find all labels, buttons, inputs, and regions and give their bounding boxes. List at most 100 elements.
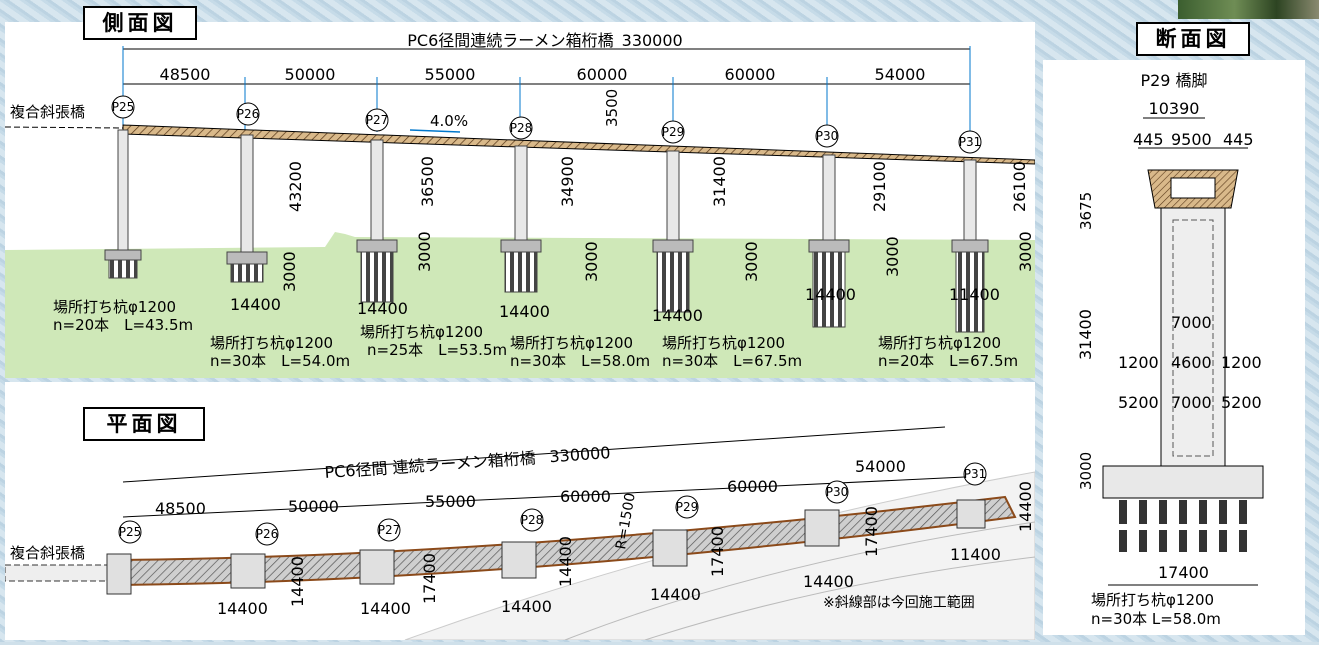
pier-label-p29: P29 — [662, 125, 685, 139]
left-bridge-label: 複合斜張橋 — [10, 103, 85, 121]
pier-p31 — [963, 159, 977, 241]
svg-text:3000: 3000 — [883, 236, 902, 277]
grade-label: 4.0% — [430, 112, 468, 130]
svg-text:14400: 14400 — [652, 306, 703, 325]
svg-text:4600: 4600 — [1171, 353, 1212, 372]
svg-text:445: 445 — [1133, 130, 1164, 149]
svg-text:場所打ち杭φ1200: 場所打ち杭φ1200 — [360, 323, 483, 341]
svg-text:14400: 14400 — [501, 597, 552, 616]
svg-text:60000: 60000 — [727, 477, 778, 496]
svg-text:P29: P29 — [676, 500, 699, 514]
svg-text:P30: P30 — [826, 485, 849, 499]
svg-text:50000: 50000 — [288, 497, 339, 516]
svg-text:11400: 11400 — [949, 285, 1000, 304]
section-pier-name: P29 橋脚 — [1140, 71, 1207, 90]
pier-p30 — [822, 154, 836, 241]
span-2: 50000 — [285, 65, 336, 84]
section-view-title: 断面図 — [1136, 22, 1250, 56]
span-5: 60000 — [725, 65, 776, 84]
girder-deck — [122, 124, 1036, 165]
span-4: 60000 — [577, 65, 628, 84]
svg-text:n=30本 L=58.0m: n=30本 L=58.0m — [510, 352, 650, 370]
deck-drop: 3500 — [603, 89, 621, 127]
svg-text:3000: 3000 — [415, 231, 434, 272]
svg-text:P28: P28 — [521, 513, 544, 527]
site-photo — [1178, 0, 1319, 19]
svg-text:3000: 3000 — [742, 241, 761, 282]
pier-p25 — [117, 129, 129, 251]
svg-text:17400: 17400 — [862, 506, 881, 557]
svg-text:1200: 1200 — [1221, 353, 1262, 372]
svg-text:3000: 3000 — [1077, 452, 1095, 490]
side-view-title: 側面図 — [83, 6, 197, 40]
svg-text:1200: 1200 — [1118, 353, 1159, 372]
svg-text:P25: P25 — [119, 525, 142, 539]
svg-text:n=30本 L=54.0m: n=30本 L=54.0m — [210, 352, 350, 370]
svg-text:7000: 7000 — [1171, 313, 1212, 332]
svg-text:場所打ち杭φ1200: 場所打ち杭φ1200 — [510, 334, 633, 352]
svg-text:3000: 3000 — [1016, 231, 1035, 272]
svg-text:17400: 17400 — [708, 526, 727, 577]
svg-text:3000: 3000 — [280, 251, 299, 292]
svg-text:n=20本 L=67.5m: n=20本 L=67.5m — [878, 352, 1018, 370]
svg-text:5200: 5200 — [1118, 393, 1159, 412]
svg-text:5200: 5200 — [1221, 393, 1262, 412]
svg-text:14400: 14400 — [805, 285, 856, 304]
svg-text:31400: 31400 — [1076, 309, 1095, 360]
svg-text:9500: 9500 — [1171, 130, 1212, 149]
span-6: 54000 — [875, 65, 926, 84]
svg-text:54000: 54000 — [855, 457, 906, 476]
pier-label-p26: P26 — [237, 107, 260, 121]
svg-text:n=30本 L=58.0m: n=30本 L=58.0m — [1091, 610, 1221, 628]
svg-text:43200: 43200 — [286, 161, 305, 212]
svg-text:29100: 29100 — [870, 161, 889, 212]
svg-text:14400: 14400 — [217, 599, 268, 618]
svg-text:P27: P27 — [378, 523, 401, 537]
svg-text:10390: 10390 — [1149, 99, 1200, 118]
svg-text:場所打ち杭φ1200: 場所打ち杭φ1200 — [53, 298, 176, 316]
pier-label-p25: P25 — [112, 100, 135, 114]
svg-text:3675: 3675 — [1077, 192, 1095, 230]
pier-label-p27: P27 — [366, 113, 389, 127]
section-view-drawing: P29 橋脚 10390 445 9500 445 3675 31400 700… — [1076, 71, 1264, 628]
svg-text:48500: 48500 — [155, 499, 206, 518]
svg-text:場所打ち杭φ1200: 場所打ち杭φ1200 — [878, 334, 1001, 352]
svg-text:60000: 60000 — [560, 487, 611, 506]
svg-text:14400: 14400 — [803, 572, 854, 591]
span-1: 48500 — [160, 65, 211, 84]
svg-text:26100: 26100 — [1010, 161, 1029, 212]
svg-text:14400: 14400 — [1016, 481, 1035, 532]
pier-p27 — [370, 139, 384, 241]
svg-text:14400: 14400 — [288, 556, 307, 607]
svg-text:3000: 3000 — [582, 241, 601, 282]
svg-text:場所打ち杭φ1200: 場所打ち杭φ1200 — [1091, 591, 1214, 609]
svg-text:P26: P26 — [256, 527, 279, 541]
svg-text:14400: 14400 — [556, 536, 575, 587]
svg-text:n=30本 L=67.5m: n=30本 L=67.5m — [662, 352, 802, 370]
plan-left-bridge: 複合斜張橋 — [10, 544, 85, 562]
plan-view-title: 平面図 — [83, 407, 205, 441]
svg-text:31400: 31400 — [710, 156, 729, 207]
svg-text:14400: 14400 — [499, 302, 550, 321]
plan-note: ※斜線部は今回施工範囲 — [823, 594, 975, 611]
svg-text:n=20本 L=43.5m: n=20本 L=43.5m — [53, 316, 193, 334]
pier-label-p31: P31 — [959, 135, 982, 149]
svg-text:11400: 11400 — [950, 545, 1001, 564]
pier-p29 — [666, 150, 680, 241]
svg-text:55000: 55000 — [425, 492, 476, 511]
svg-text:14400: 14400 — [357, 299, 408, 318]
section-view-panel: P29 橋脚 10390 445 9500 445 3675 31400 700… — [1043, 60, 1305, 635]
svg-text:17400: 17400 — [1158, 563, 1209, 582]
svg-text:34900: 34900 — [558, 156, 577, 207]
pier-label-p28: P28 — [510, 121, 533, 135]
svg-text:P31: P31 — [964, 467, 987, 481]
svg-text:n=25本 L=53.5m: n=25本 L=53.5m — [367, 341, 507, 359]
span-3: 55000 — [425, 65, 476, 84]
svg-text:36500: 36500 — [418, 156, 437, 207]
